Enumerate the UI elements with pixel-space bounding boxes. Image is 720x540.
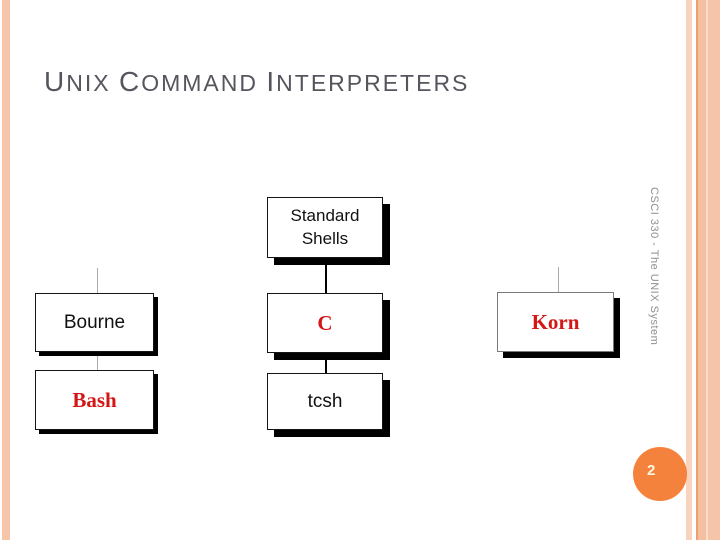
right-border-stripe-edge <box>708 0 720 540</box>
node-standard-shells-label: Standard Shells <box>290 206 360 248</box>
node-tcsh-label: tcsh <box>307 390 343 412</box>
connector-stub-above-bourne <box>97 268 98 293</box>
left-border-stripe <box>2 0 10 540</box>
connector-stub-above-korn <box>558 267 559 292</box>
sidebar-course-caption: CSCI 330 - The UNIX System <box>648 187 660 346</box>
right-border-stripe-mid <box>698 0 706 540</box>
node-korn: Korn <box>497 292 614 352</box>
page-number: 2 <box>647 462 656 479</box>
node-tcsh: tcsh <box>267 373 383 430</box>
node-c-shell: C <box>267 293 383 353</box>
node-bourne-label: Bourne <box>63 311 126 333</box>
page-number-badge: 2 <box>633 447 687 501</box>
right-border-stripe-outer <box>686 0 692 540</box>
node-bash-label: Bash <box>72 387 117 412</box>
connector-bourne-bash <box>97 352 98 370</box>
right-border-stripe-accent <box>696 0 698 540</box>
right-border-stripe-pale <box>706 0 708 540</box>
node-standard-shells: Standard Shells <box>267 197 383 258</box>
node-c-shell-label: C <box>317 310 333 335</box>
connector-standardshells-c <box>325 258 327 293</box>
node-korn-label: Korn <box>531 309 580 334</box>
node-bash: Bash <box>35 370 154 430</box>
node-bourne: Bourne <box>35 293 154 352</box>
connector-c-tcsh <box>325 353 327 373</box>
slide-title: UNIX COMMAND INTERPRETERS <box>44 66 470 97</box>
